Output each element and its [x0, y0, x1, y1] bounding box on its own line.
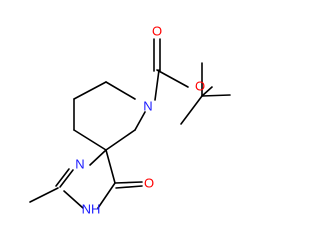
- atom-label-n-piperidine: N: [143, 99, 152, 114]
- atom-label-o-ester: O: [195, 79, 205, 94]
- bond: [55, 168, 70, 187]
- bond: [105, 129, 136, 151]
- atom-label-layer: N O O N NH O: [75, 24, 205, 217]
- bond: [63, 190, 84, 209]
- atom-label-o-carbonyl-carbamate: O: [152, 24, 162, 39]
- bond: [180, 95, 203, 125]
- bond: [134, 111, 146, 131]
- bond: [201, 86, 213, 97]
- bond: [156, 69, 189, 88]
- bond: [105, 149, 116, 184]
- bond: [105, 81, 136, 100]
- bond: [89, 149, 107, 166]
- atom-label-nh-amide: NH: [82, 202, 101, 217]
- bond: [73, 129, 107, 151]
- atom-label-n-imine: N: [75, 157, 84, 172]
- bond: [73, 81, 107, 100]
- molecule-structure-diagram: N O O N NH O: [29, 24, 231, 217]
- bond: [97, 182, 116, 209]
- bond-layer: [29, 38, 231, 209]
- bond: [29, 187, 59, 203]
- bond: [201, 94, 231, 97]
- bond: [115, 185, 143, 189]
- bond: [114, 181, 143, 184]
- atom-label-o-carbonyl-lactam: O: [144, 176, 154, 191]
- bond: [59, 169, 74, 188]
- bond: [154, 69, 160, 101]
